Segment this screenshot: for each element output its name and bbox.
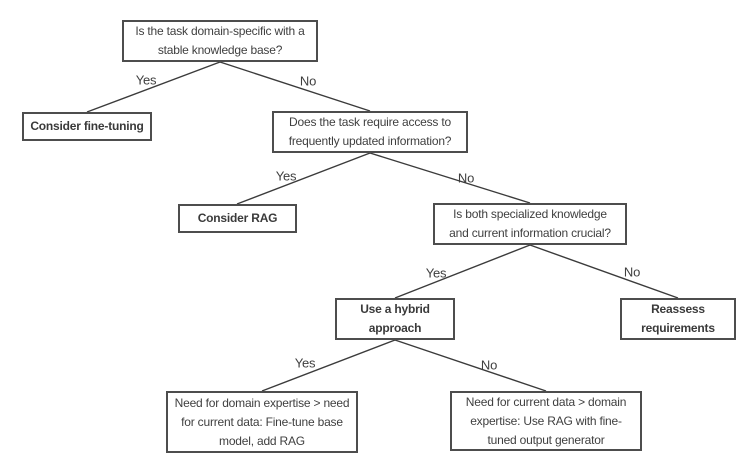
edge-hybrid-yes bbox=[261, 339, 396, 392]
edge-label-q1-no: No bbox=[299, 73, 317, 89]
edge-label-q1-yes: Yes bbox=[135, 72, 157, 88]
edge-q2-no bbox=[369, 152, 531, 204]
edge-label-hybrid-no: No bbox=[480, 357, 498, 373]
edge-q1-yes bbox=[86, 61, 221, 113]
edge-label-q3-no: No bbox=[623, 264, 641, 280]
node-consider-fine-tuning: Consider fine-tuning bbox=[22, 112, 152, 141]
edge-hybrid-no bbox=[394, 339, 547, 392]
edge-label-q2-no: No bbox=[457, 170, 475, 186]
edge-label-q3-yes: Yes bbox=[425, 265, 447, 281]
node-hybrid-approach: Use a hybrid approach bbox=[335, 298, 455, 340]
edge-q1-no bbox=[219, 61, 371, 112]
edge-label-hybrid-yes: Yes bbox=[294, 355, 316, 371]
edge-label-q2-yes: Yes bbox=[275, 168, 297, 184]
node-question-updated-information: Does the task require access to frequent… bbox=[272, 111, 468, 153]
node-rag-with-finetuned-generator: Need for current data > domain expertise… bbox=[450, 391, 642, 451]
node-reassess-requirements: Reassess requirements bbox=[620, 298, 736, 340]
node-question-both-crucial: Is both specialized knowledge and curren… bbox=[433, 203, 627, 245]
node-question-domain-specific: Is the task domain-specific with a stabl… bbox=[122, 20, 318, 62]
edge-q3-no bbox=[529, 244, 679, 299]
node-finetune-base-add-rag: Need for domain expertise > need for cur… bbox=[166, 391, 358, 453]
edge-q3-yes bbox=[394, 244, 531, 299]
edge-q2-yes bbox=[236, 152, 371, 205]
node-consider-rag: Consider RAG bbox=[178, 204, 297, 233]
